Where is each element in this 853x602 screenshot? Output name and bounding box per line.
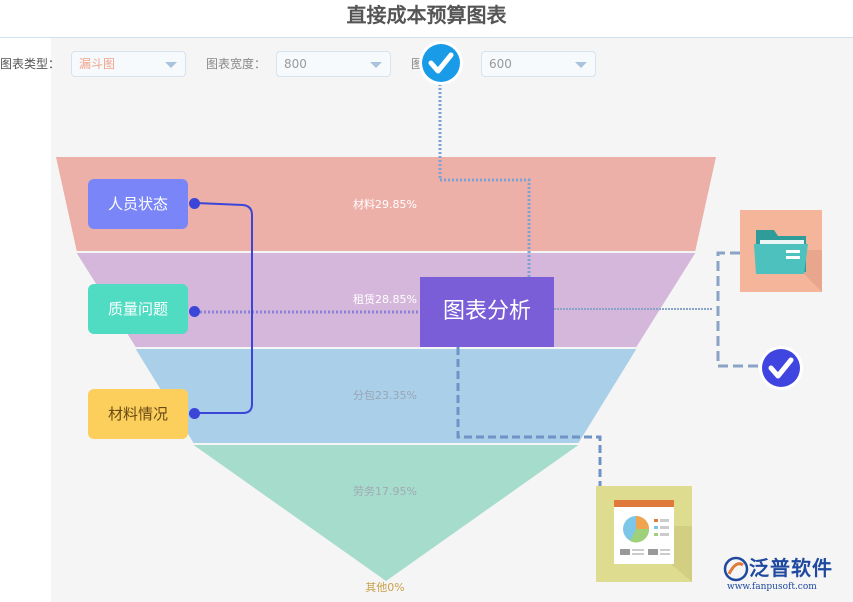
- connector-dot: [189, 198, 200, 209]
- chart-analysis-box[interactable]: 图表分析: [420, 277, 554, 347]
- connector-dot: [189, 408, 200, 419]
- chevron-down-icon: [575, 62, 587, 68]
- chart-type-select[interactable]: 漏斗图: [71, 51, 186, 77]
- brand-logo-icon: [723, 556, 749, 582]
- chart-width-value: 800: [284, 57, 307, 71]
- brand-url: www.fanpusoft.com: [727, 582, 817, 592]
- connector-tag-bracket: [195, 202, 253, 414]
- connector-dot: [189, 306, 200, 317]
- chevron-down-icon: [370, 62, 382, 68]
- funnel-label-rental: 租赁28.85%: [353, 293, 417, 306]
- chart-type-value: 漏斗图: [79, 57, 116, 71]
- brand-logo: 泛普软件 www.fanpusoft.com: [723, 555, 848, 595]
- funnel-segment-分包[interactable]: [135, 349, 637, 443]
- connector-line-right-bracket: [716, 251, 760, 368]
- tag-personnel-status[interactable]: 人员状态: [88, 179, 188, 229]
- pie-report-icon: [596, 486, 692, 582]
- page-title: 直接成本预算图表: [346, 3, 507, 27]
- tag-material-status[interactable]: 材料情况: [88, 389, 188, 439]
- funnel-segment-材料[interactable]: [56, 157, 716, 251]
- title-divider: [0, 37, 853, 38]
- chart-width-select[interactable]: 800: [276, 51, 391, 77]
- connector-line-top: [438, 84, 531, 277]
- funnel-label-subcontract: 分包23.35%: [353, 389, 417, 402]
- chart-height-select[interactable]: 600: [481, 51, 596, 77]
- check-icon: [759, 346, 803, 390]
- chevron-down-icon: [165, 62, 177, 68]
- check-icon: [419, 41, 463, 85]
- tag-quality-issues[interactable]: 质量问题: [88, 284, 188, 334]
- chart-type-label: 图表类型：: [0, 57, 61, 71]
- chart-width-label: 图表宽度：: [206, 57, 267, 71]
- funnel-label-labor: 劳务17.95%: [353, 485, 417, 498]
- chart-height-value: 600: [489, 57, 512, 71]
- funnel-segment-劳务[interactable]: [193, 445, 579, 581]
- connector-line-bottom: [456, 347, 602, 487]
- funnel-label-other: 其他0%: [365, 581, 405, 594]
- funnel-label-materials: 材料29.85%: [353, 198, 417, 211]
- brand-name: 泛普软件: [749, 556, 833, 580]
- folder-icon: [740, 210, 822, 292]
